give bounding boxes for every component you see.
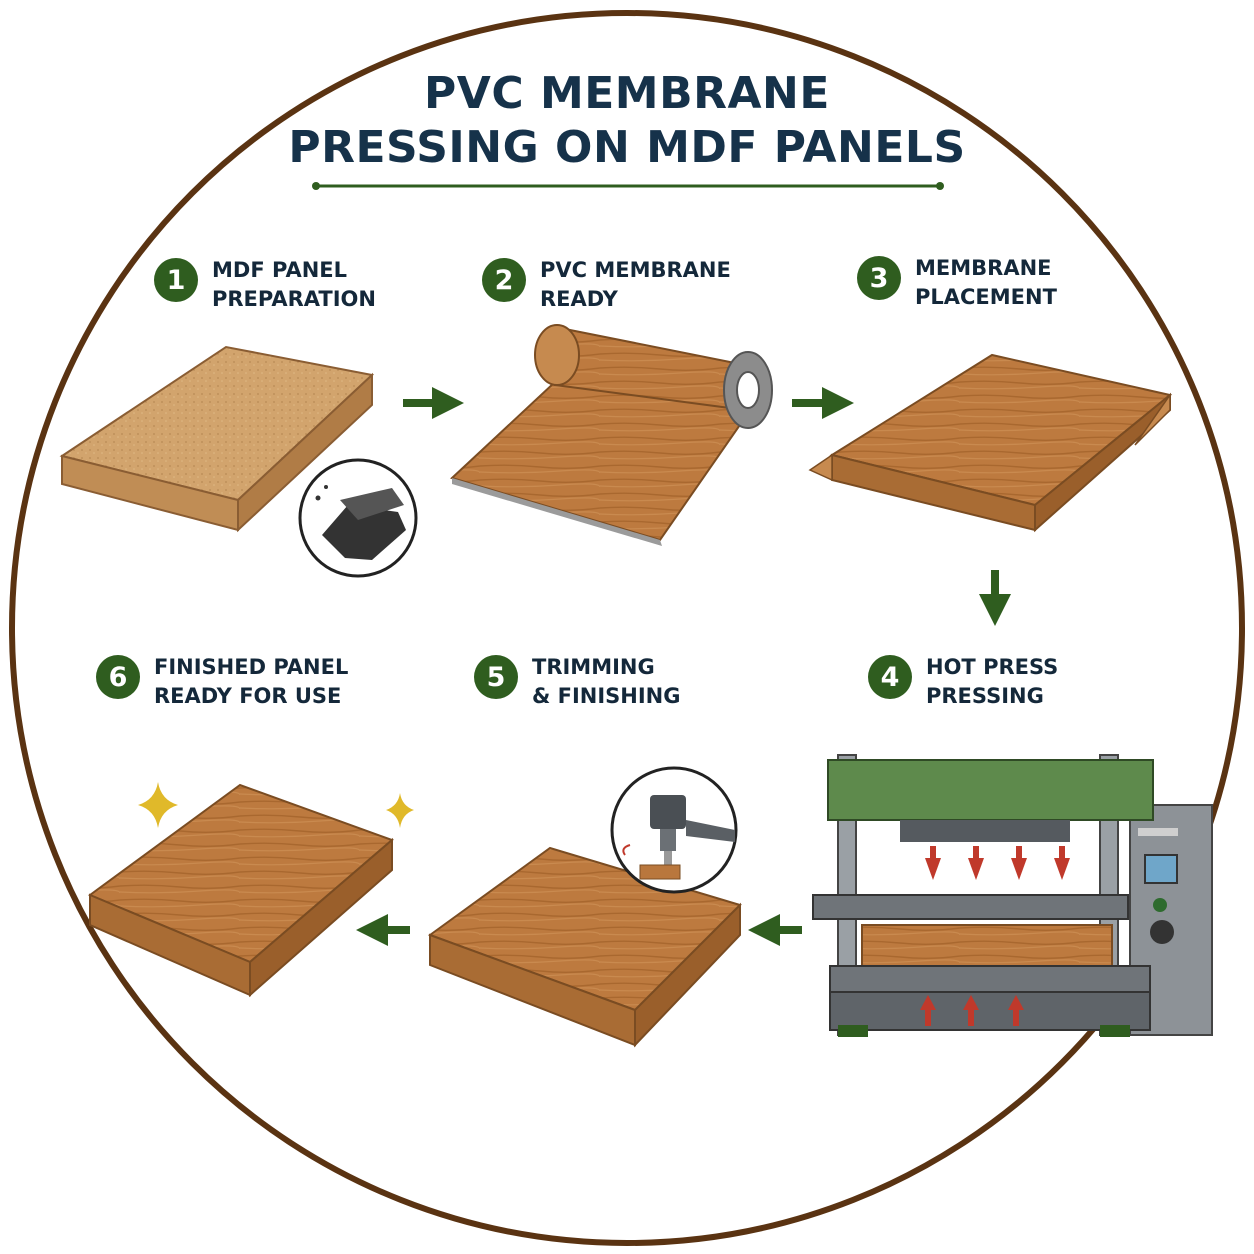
hand-sanding-icon [298,458,418,578]
step-label-line: TRIMMING [532,655,655,679]
membrane-placement-illustration [808,353,1173,533]
step-label-line: FINISHED PANEL [154,655,349,679]
step-label-line: MEMBRANE [915,256,1052,280]
step-number-badge: 4 [868,655,912,699]
hot-press-illustration [812,754,1213,1037]
step-label: TRIMMING & FINISHING [532,653,681,711]
step-label-line: & FINISHING [532,684,681,708]
step-label-line: PRESSING [926,684,1044,708]
step-4: 4 HOT PRESS PRESSING [868,653,1058,711]
step-label: MDF PANEL PREPARATION [212,256,376,314]
step-label-line: PREPARATION [212,287,376,311]
finished-panel-illustration [87,783,394,998]
page-title-line-2: PRESSING ON MDF PANELS [288,122,966,173]
sparkle-icon [138,782,414,828]
step-3: 3 MEMBRANE PLACEMENT [857,254,1057,312]
step-label: PVC MEMBRANE READY [540,256,731,314]
step-label-line: READY [540,287,618,311]
step-5: 5 TRIMMING & FINISHING [474,653,681,711]
frame-circle [9,10,1245,1246]
step-number-badge: 1 [154,258,198,302]
step-label-line: HOT PRESS [926,655,1059,679]
step-label-line: PVC MEMBRANE [540,258,731,282]
step-label-line: READY FOR USE [154,684,342,708]
step-number-badge: 5 [474,655,518,699]
step-label-line: MDF PANEL [212,258,348,282]
step-2: 2 PVC MEMBRANE READY [482,256,731,314]
step-label: HOT PRESS PRESSING [926,653,1058,711]
step-label-line: PLACEMENT [915,285,1057,309]
mdf-panel-illustration [59,345,375,533]
step-label: FINISHED PANEL READY FOR USE [154,653,348,711]
router-trimming-icon [610,766,738,894]
step-label: MEMBRANE PLACEMENT [915,254,1057,312]
pvc-roll-illustration [450,324,773,546]
step-number-badge: 2 [482,258,526,302]
step-number-badge: 3 [857,256,901,300]
step-1: 1 MDF PANEL PREPARATION [154,256,376,314]
page-title-line-1: PVC MEMBRANE [424,68,830,119]
step-6: 6 FINISHED PANEL READY FOR USE [96,653,348,711]
title-divider [312,182,944,190]
step-number-badge: 6 [96,655,140,699]
